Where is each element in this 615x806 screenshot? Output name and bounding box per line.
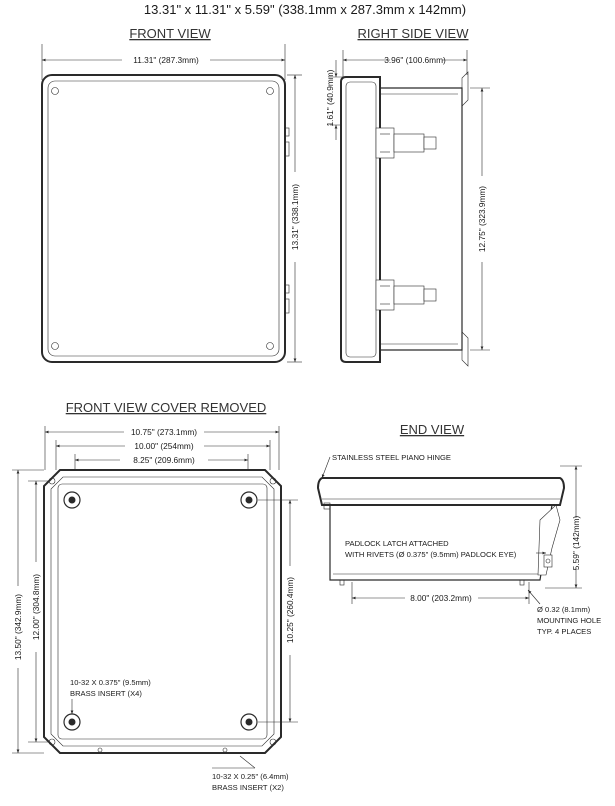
- screw-icon: [266, 342, 274, 350]
- front-view-cover-removed: FRONT VIEW COVER REMOVED 10.75" (273.1mm…: [12, 400, 298, 792]
- small-insert-icon: [97, 747, 103, 753]
- hole-note-line3: TYP. 4 PLACES: [537, 627, 591, 636]
- dim-outer-height: 13.50" (342.9mm): [13, 594, 23, 660]
- side-base: [380, 87, 463, 351]
- front-view-height-dim: 13.31" (338.1mm): [290, 184, 300, 250]
- hole-icon: [269, 477, 277, 485]
- side-view-depth-dim: 3.96" (100.6mm): [384, 55, 446, 65]
- dim-mid-width: 10.00" (254mm): [134, 441, 193, 451]
- small-insert-icon: [222, 747, 228, 753]
- screw-icon: [266, 87, 274, 95]
- latch-note-line1: PADLOCK LATCH ATTACHED: [345, 539, 449, 548]
- latch-note-line2: WITH RIVETS (Ø 0.375" (9.5mm) PADLOCK EY…: [345, 550, 517, 559]
- hinge-note: STAINLESS STEEL PIANO HINGE: [332, 453, 451, 462]
- end-view-title: END VIEW: [400, 422, 465, 437]
- front-view-title: FRONT VIEW: [129, 26, 211, 41]
- brass-insert-icon: [240, 713, 258, 731]
- latch-icon: [375, 279, 437, 311]
- insert-note-line1: 10-32 X 0.375" (9.5mm): [70, 678, 151, 687]
- bottom-insert-note-line2: BRASS INSERT (X2): [212, 783, 284, 792]
- brass-insert-icon: [240, 491, 258, 509]
- insert-note-line2: BRASS INSERT (X4): [70, 689, 142, 698]
- dim-inner-height: 10.25" (260.4mm): [285, 577, 295, 643]
- hole-note-line1: Ø 0.32 (8.1mm): [537, 605, 591, 614]
- side-view-top-dim: 1.61" (40.9mm): [325, 69, 335, 126]
- right-side-view-title: RIGHT SIDE VIEW: [358, 26, 470, 41]
- right-side-view: RIGHT SIDE VIEW 3.96" (100.6mm) 1.61" (4…: [325, 26, 490, 367]
- end-view-depth-dim: 5.59" (142mm): [571, 515, 581, 570]
- overall-dimensions: 13.31" x 11.31" x 5.59" (338.1mm x 287.3…: [144, 2, 466, 17]
- cover-removed-title: FRONT VIEW COVER REMOVED: [66, 400, 267, 415]
- brass-insert-icon: [63, 491, 81, 509]
- side-cover: [340, 76, 381, 363]
- dim-mid-height: 12.00" (304.8mm): [31, 574, 41, 640]
- front-view-width-dim: 11.31" (287.3mm): [133, 55, 199, 65]
- latch-icon: [284, 127, 290, 137]
- end-view: END VIEW STAINLESS STEEL PIANO HINGE PAD…: [316, 422, 601, 636]
- padlock-latch-icon: [537, 504, 561, 576]
- side-view-height-dim: 12.75" (323.9mm): [477, 186, 487, 252]
- enclosure-base: [43, 469, 282, 754]
- dim-inner-width: 8.25" (209.6mm): [133, 455, 195, 465]
- latch-icon: [284, 284, 290, 294]
- bottom-insert-note-line1: 10-32 X 0.25" (6.4mm): [212, 772, 289, 781]
- end-view-cover: [316, 477, 566, 506]
- front-view: FRONT VIEW 11.31" (287.3mm) 13.31" (338.…: [41, 26, 302, 363]
- dim-outer-width: 10.75" (273.1mm): [131, 427, 197, 437]
- screw-icon: [51, 87, 59, 95]
- mount-spacing-dim: 8.00" (203.2mm): [410, 593, 472, 603]
- hole-note-line2: MOUNTING HOLE: [537, 616, 601, 625]
- hole-icon: [269, 738, 277, 746]
- screw-icon: [51, 342, 59, 350]
- latch-icon: [375, 127, 437, 159]
- front-enclosure-body: [41, 74, 286, 363]
